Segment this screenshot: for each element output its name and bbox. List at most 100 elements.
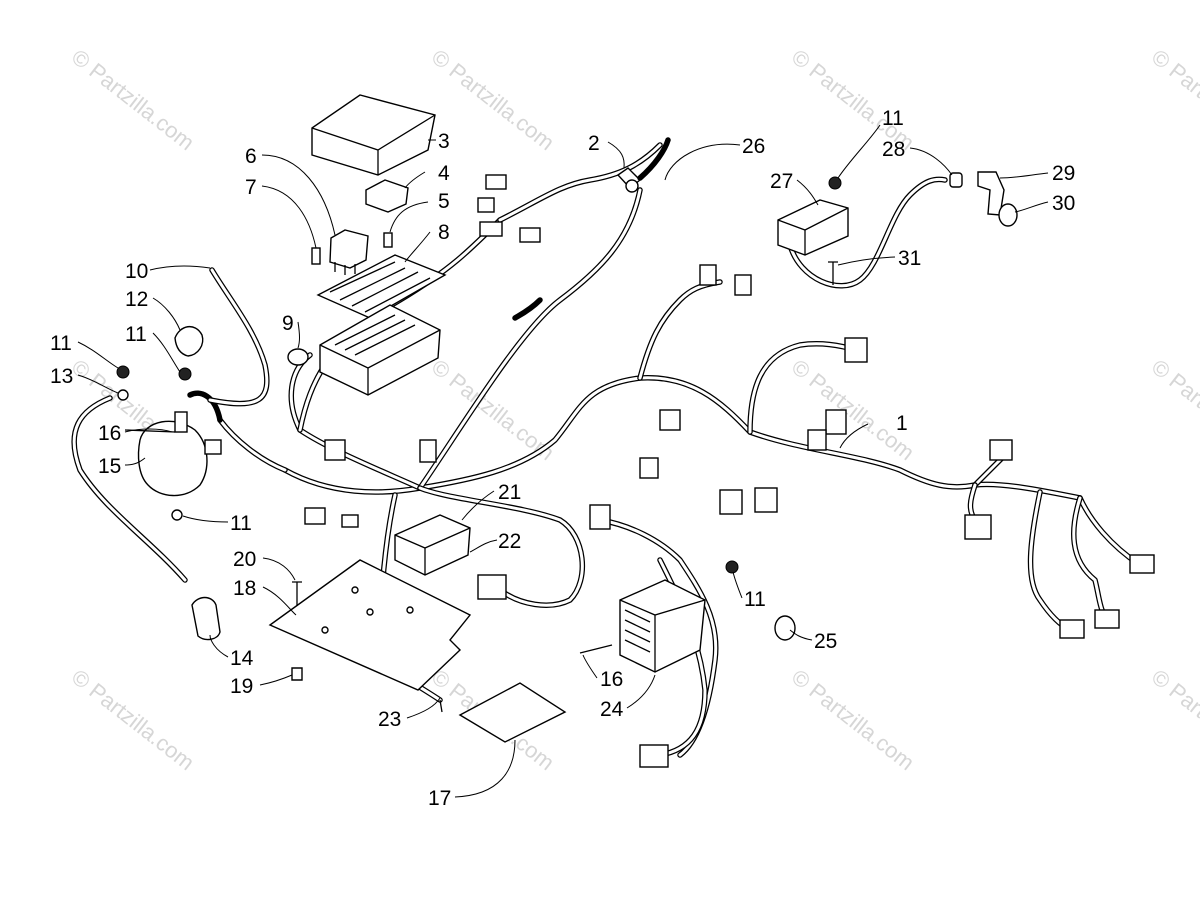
- callout-11-b: 11: [125, 323, 147, 346]
- connector-k: [964, 514, 992, 540]
- connector-l: [1129, 554, 1155, 574]
- screw-31: [828, 261, 838, 285]
- connector-t: [477, 197, 495, 213]
- connector-g: [639, 457, 659, 479]
- connector-a: [699, 264, 717, 286]
- callout-5: 5: [438, 190, 450, 213]
- callout-29: 29: [1052, 162, 1075, 185]
- callout-22: 22: [498, 530, 521, 553]
- clamp-25: [774, 615, 796, 641]
- cdi-module-21: [394, 514, 471, 576]
- connector-regulator-top: [589, 504, 611, 530]
- callout-11-c: 11: [230, 512, 252, 535]
- connector-r: [341, 514, 359, 528]
- connector-f: [659, 409, 681, 431]
- watermark-text: © Partzilla.com: [787, 664, 919, 775]
- callout-19: 19: [230, 675, 253, 698]
- watermark-text: © Partzilla.com: [67, 664, 199, 775]
- washer-13: [117, 389, 129, 401]
- connector-b: [734, 274, 752, 296]
- nut-11-e: [725, 560, 739, 574]
- clamp-ring-9: [287, 348, 309, 366]
- connector-u: [479, 221, 503, 237]
- connector-s: [485, 174, 507, 190]
- callout-26: 26: [742, 135, 765, 158]
- callout-9: 9: [282, 312, 294, 335]
- screw-20: [292, 581, 302, 606]
- terminal-boot-14: [191, 596, 221, 641]
- watermark-text: © Partzilla.com: [1147, 354, 1200, 465]
- callout-28: 28: [882, 138, 905, 161]
- callout-2: 2: [588, 132, 600, 155]
- leader-lines: [77, 124, 1049, 798]
- connector-o: [324, 439, 346, 461]
- callout-7: 7: [245, 176, 257, 199]
- callout-30: 30: [1052, 192, 1075, 215]
- connector-regulator: [639, 744, 669, 768]
- connector-q: [304, 507, 326, 525]
- callout-23: 23: [378, 708, 401, 731]
- connector-h: [719, 489, 743, 515]
- connector-j: [989, 439, 1013, 461]
- fuse-7: [311, 247, 321, 265]
- callout-6: 6: [245, 145, 257, 168]
- parts: [116, 94, 1155, 768]
- callout-3: 3: [438, 130, 450, 153]
- watermark-text: © Partzilla.com: [1147, 664, 1200, 775]
- watermark-text: © Partzilla.com: [67, 44, 199, 155]
- callout-24: 24: [600, 698, 624, 721]
- terminal-boot-12: [174, 326, 204, 357]
- callout-16-b: 16: [600, 668, 623, 691]
- screw-16-b: [579, 644, 613, 654]
- fuse-block: [319, 304, 441, 396]
- mounting-plate-18: [268, 559, 472, 691]
- relay-4: [365, 179, 409, 213]
- callout-27: 27: [770, 170, 793, 193]
- module-27: [777, 199, 849, 256]
- connector-c: [844, 337, 868, 363]
- starter-solenoid-15: [137, 411, 222, 497]
- callout-1: 1: [896, 412, 908, 435]
- callout-31: 31: [898, 247, 921, 270]
- callout-4: 4: [438, 162, 450, 185]
- callout-14: 14: [230, 647, 254, 670]
- nut-11-c: [171, 509, 183, 521]
- cap-30: [998, 203, 1018, 227]
- nut-11-d: [828, 176, 842, 190]
- connector-n: [1059, 619, 1085, 639]
- connector-d: [825, 409, 847, 435]
- callout-8: 8: [438, 221, 450, 244]
- connector-22: [477, 574, 507, 600]
- relay-6: [329, 229, 369, 275]
- connector-v: [519, 227, 541, 243]
- fuse-label-8: [316, 254, 447, 319]
- callout-11-a: 11: [50, 332, 72, 355]
- connector-i: [754, 487, 778, 513]
- callout-20: 20: [233, 548, 256, 571]
- callout-16-a: 16: [98, 422, 121, 445]
- callout-21: 21: [498, 481, 521, 504]
- voltage-regulator-24: [619, 579, 706, 673]
- fuse-box-cover: [311, 94, 436, 176]
- nut-11-b: [178, 367, 192, 381]
- connector-e: [807, 429, 827, 451]
- callout-10: 10: [125, 260, 148, 283]
- label-17: [458, 682, 567, 743]
- connector-m: [1094, 609, 1120, 629]
- bolt-19: [291, 667, 303, 681]
- callout-11-d: 11: [744, 588, 766, 611]
- ground-wire-23: [439, 699, 443, 713]
- connector-p: [419, 439, 437, 463]
- callout-15: 15: [98, 455, 121, 478]
- callout-25: 25: [814, 630, 837, 653]
- callout-11-e: 11: [882, 107, 904, 130]
- sleeve-28: [949, 172, 963, 188]
- watermark-text: © Partzilla.com: [1147, 44, 1200, 155]
- callout-13: 13: [50, 365, 73, 388]
- fuse-5: [383, 232, 393, 248]
- callout-12: 12: [125, 288, 148, 311]
- elbow-boot-29: [977, 171, 1005, 216]
- ring-terminal-26: [625, 179, 639, 193]
- nut-11-a: [116, 365, 130, 379]
